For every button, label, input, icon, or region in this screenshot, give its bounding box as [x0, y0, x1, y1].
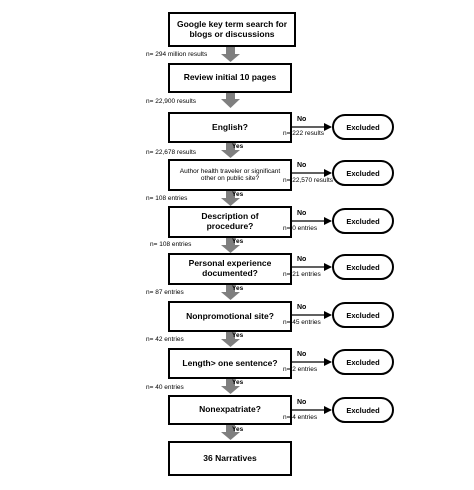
- no-label: No: [297, 116, 307, 123]
- down-arrow: [221, 379, 240, 394]
- excluded-box: Excluded: [332, 397, 394, 423]
- step-length: Length> one sentence?: [168, 348, 292, 379]
- step-nonexpatriate: Nonexpatriate?: [168, 395, 292, 425]
- flow-count-label: n= 294 million results: [146, 51, 208, 58]
- yes-label: Yes: [232, 143, 244, 150]
- excluded-count-label: n= 22,570 results: [283, 177, 334, 184]
- down-arrow: [221, 93, 240, 108]
- no-label: No: [297, 351, 307, 358]
- excluded-count-label: n= 2 entries: [283, 366, 318, 373]
- flow-count-label: n= 40 entries: [146, 384, 184, 391]
- down-arrow: [221, 425, 240, 440]
- step-description: Description of procedure?: [168, 206, 292, 238]
- excluded-count-label: n= 222 results: [283, 130, 325, 137]
- excluded-box: Excluded: [332, 114, 394, 140]
- flow-count-label: n= 108 entries: [150, 241, 192, 248]
- step-nonpromotional: Nonpromotional site?: [168, 301, 292, 332]
- excluded-box: Excluded: [332, 254, 394, 280]
- no-label: No: [297, 210, 307, 217]
- yes-label: Yes: [232, 285, 244, 292]
- step-english: English?: [168, 112, 292, 143]
- flow-count-label: n= 87 entries: [146, 289, 184, 296]
- no-label: No: [297, 162, 307, 169]
- flow-count-label: n= 22,678 results: [146, 149, 197, 156]
- excluded-box: Excluded: [332, 302, 394, 328]
- step-search: Google key term search for blogs or disc…: [168, 12, 296, 47]
- yes-label: Yes: [232, 238, 244, 245]
- no-label: No: [297, 256, 307, 263]
- no-label: No: [297, 399, 307, 406]
- step-personal-experience: Personal experience documented?: [168, 253, 292, 285]
- yes-label: Yes: [232, 191, 244, 198]
- down-arrow: [221, 191, 240, 206]
- down-arrow: [221, 143, 240, 158]
- excluded-count-label: n= 45 entries: [283, 319, 321, 326]
- yes-label: Yes: [232, 379, 244, 386]
- step-review: Review initial 10 pages: [168, 63, 292, 93]
- step-narratives: 36 Narratives: [168, 441, 292, 476]
- down-arrow: [221, 285, 240, 300]
- excluded-box: Excluded: [332, 160, 394, 186]
- excluded-count-label: n= 21 entries: [283, 271, 321, 278]
- yes-label: Yes: [232, 426, 244, 433]
- down-arrow: [221, 332, 240, 347]
- flow-count-label: n= 108 entries: [146, 195, 188, 202]
- step-author: Author health traveler or significant ot…: [168, 159, 292, 191]
- excluded-count-label: n= 0 entries: [283, 225, 318, 232]
- flow-count-label: n= 22,900 results: [146, 98, 197, 105]
- down-arrows: [221, 47, 240, 440]
- excluded-box: Excluded: [332, 349, 394, 375]
- down-arrow: [221, 238, 240, 253]
- no-label: No: [297, 304, 307, 311]
- down-arrow: [221, 47, 240, 62]
- excluded-box: Excluded: [332, 208, 394, 234]
- flow-count-label: n= 42 entries: [146, 336, 184, 343]
- excluded-count-label: n= 4 entries: [283, 414, 318, 421]
- yes-label: Yes: [232, 332, 244, 339]
